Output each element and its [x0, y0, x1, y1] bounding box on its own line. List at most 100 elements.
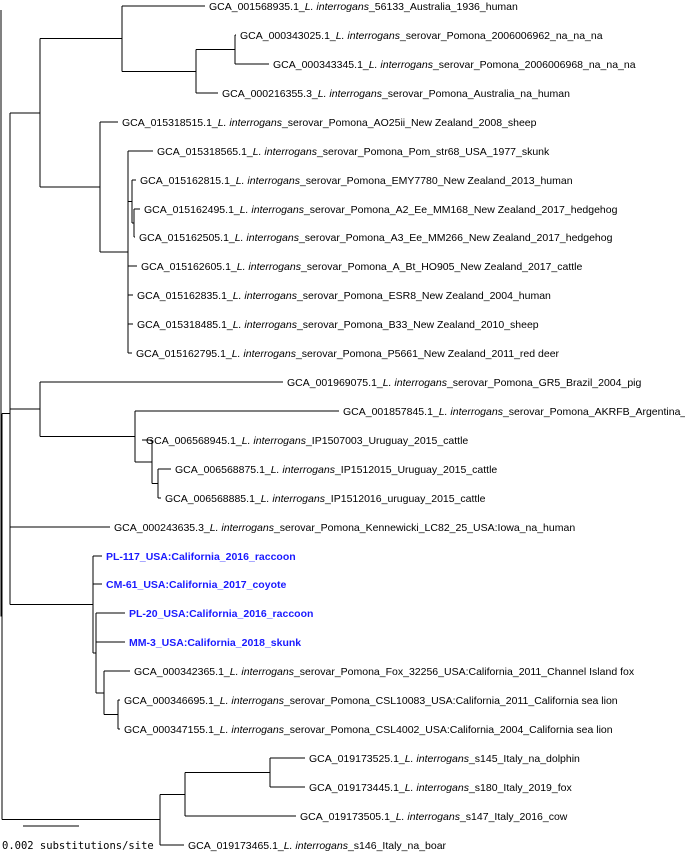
leaf-label: GCA_019173465.1_L. interrogans_s146_Ital… [188, 840, 447, 852]
leaf-species: L. interrogans [405, 782, 470, 794]
leaf-label: MM-3_USA:California_2018_skunk [129, 637, 301, 649]
leaf-label: GCA_000243635.3_L. interrogans_serovar_P… [114, 522, 575, 534]
leaf-species: L. interrogans [220, 724, 285, 736]
leaf-species: L. interrogans [210, 522, 275, 534]
leaf-strain-info: _s145_Italy_na_dolphin [468, 753, 580, 765]
leaf-label: PL-117_USA:California_2016_raccoon [106, 551, 296, 563]
leaf-accession: GCA_000243635.3_ [114, 522, 210, 534]
leaf-label: GCA_015318565.1_L. interrogans_serovar_P… [157, 146, 550, 158]
leaf-label: GCA_015162815.1_L. interrogans_serovar_P… [140, 175, 573, 187]
leaf-species: L. interrogans [236, 175, 301, 187]
leaf-accession: GCA_019173505.1_ [300, 811, 396, 823]
leaf-species: L. interrogans [218, 117, 283, 129]
leaf-strain-info: _56133_Australia_1936_human [368, 1, 518, 13]
leaf-species: L. interrogans [240, 204, 305, 216]
leaf-accession: GCA_000343345.1_ [273, 59, 369, 71]
leaf-species: L. interrogans [284, 840, 349, 852]
leaf-label: GCA_019173505.1_L. interrogans_s147_Ital… [300, 811, 568, 823]
leaf-species: L. interrogans [235, 232, 300, 244]
leaf-accession: GCA_015162795.1_ [136, 348, 232, 360]
leaf-accession: GCA_001857845.1_ [343, 406, 439, 418]
tree-branches [0, 5, 339, 846]
leaf-accession: GCA_015162505.1_ [139, 232, 235, 244]
leaf-strain-info: _serovar_Pomona_A_Bt_HO905_New Zealand_2… [300, 261, 583, 273]
leaf-species: L. interrogans [232, 348, 297, 360]
leaf-strain-info: _serovar_Pomona_CSL10083_USA:California_… [283, 695, 618, 707]
scale-bar: 0.002 substitutions/site [2, 825, 154, 852]
leaf-strain-info: _serovar_Pomona_AO25ii_New Zealand_2008_… [281, 117, 537, 129]
leaf-accession: GCA_015162815.1_ [140, 175, 236, 187]
leaf-strain-info: _s146_Italy_na_boar [347, 840, 447, 852]
leaf-accession: GCA_019173465.1_ [188, 840, 284, 852]
leaf-species: L. interrogans [271, 464, 336, 476]
leaf-species: L. interrogans [233, 319, 298, 331]
leaf-species: L. interrogans [439, 406, 504, 418]
leaf-species: L. interrogans [318, 88, 383, 100]
leaf-label: GCA_015162495.1_L. interrogans_serovar_P… [144, 204, 618, 216]
leaf-species: L. interrogans [305, 1, 370, 13]
leaf-accession: GCA_015318565.1_ [157, 146, 253, 158]
leaf-accession: PL-117_USA:California_2016_raccoon [106, 551, 296, 563]
leaf-strain-info: _IP1512016_uruguay_2015_cattle [324, 493, 486, 505]
leaf-label: GCA_006568875.1_L. interrogans_IP1512015… [175, 464, 497, 476]
leaf-accession: GCA_015162495.1_ [144, 204, 240, 216]
leaf-accession: PL-20_USA:California_2016_raccoon [129, 608, 313, 620]
leaf-labels: GCA_001568935.1_L. interrogans_56133_Aus… [106, 1, 685, 852]
leaf-accession: GCA_001969075.1_ [287, 377, 383, 389]
leaf-strain-info: _IP1512015_Uruguay_2015_cattle [334, 464, 497, 476]
leaf-label: GCA_015318515.1_L. interrogans_serovar_P… [122, 117, 537, 129]
leaf-label: CM-61_USA:California_2017_coyote [106, 579, 286, 591]
leaf-label: GCA_001857845.1_L. interrogans_serovar_P… [343, 406, 685, 418]
leaf-strain-info: _serovar_Pomona_CSL4002_USA:California_2… [283, 724, 613, 736]
leaf-accession: GCA_000216355.3_ [222, 88, 318, 100]
leaf-label: GCA_015162505.1_L. interrogans_serovar_P… [139, 232, 613, 244]
leaf-strain-info: _serovar_Pomona_Kennewicki_LC82_25_USA:I… [273, 522, 575, 534]
leaf-accession: GCA_006568945.1_ [146, 435, 242, 447]
leaf-label: GCA_006568885.1_L. interrogans_IP1512016… [165, 493, 486, 505]
leaf-accession: GCA_015162605.1_ [141, 261, 237, 273]
leaf-label: GCA_000347155.1_L. interrogans_serovar_P… [124, 724, 613, 736]
leaf-accession: GCA_019173445.1_ [309, 782, 405, 794]
leaf-species: L. interrogans [220, 695, 285, 707]
leaf-strain-info: _serovar_Pomona_2006006962_na_na_na [399, 30, 603, 42]
leaf-label: GCA_019173525.1_L. interrogans_s145_Ital… [309, 753, 580, 765]
leaf-species: L. interrogans [261, 493, 326, 505]
leaf-species: L. interrogans [383, 377, 448, 389]
leaf-accession: GCA_006568875.1_ [175, 464, 271, 476]
leaf-label: GCA_000342365.1_L. interrogans_serovar_P… [134, 666, 635, 678]
leaf-accession: GCA_000343025.1_ [240, 30, 336, 42]
leaf-label: GCA_000343345.1_L. interrogans_serovar_P… [273, 59, 636, 71]
leaf-species: L. interrogans [369, 59, 434, 71]
leaf-accession: GCA_006568885.1_ [165, 493, 261, 505]
leaf-label: GCA_000216355.3_L. interrogans_serovar_P… [222, 88, 570, 100]
leaf-strain-info: _serovar_Pomona_A2_Ee_MM168_New Zealand_… [303, 204, 618, 216]
leaf-strain-info: _s180_Italy_2019_fox [468, 782, 572, 794]
leaf-label: PL-20_USA:California_2016_raccoon [129, 608, 313, 620]
leaf-strain-info: _serovar_Pomona_AKRFB_Argentina_2007_cat… [502, 406, 685, 418]
leaf-strain-info: _serovar_Pomona_Fox_32256_USA:California… [293, 666, 635, 678]
leaf-label: GCA_000343025.1_L. interrogans_serovar_P… [240, 30, 603, 42]
leaf-accession: CM-61_USA:California_2017_coyote [106, 579, 286, 591]
leaf-accession: GCA_000346695.1_ [124, 695, 220, 707]
leaf-species: L. interrogans [233, 290, 298, 302]
leaf-accession: MM-3_USA:California_2018_skunk [129, 637, 301, 649]
leaf-species: L. interrogans [405, 753, 470, 765]
leaf-label: GCA_001969075.1_L. interrogans_serovar_P… [287, 377, 642, 389]
leaf-accession: GCA_000347155.1_ [124, 724, 220, 736]
leaf-species: L. interrogans [396, 811, 461, 823]
leaf-label: GCA_019173445.1_L. interrogans_s180_Ital… [309, 782, 572, 794]
leaf-label: GCA_000346695.1_L. interrogans_serovar_P… [124, 695, 618, 707]
leaf-strain-info: _serovar_Pomona_P5661_New Zealand_2011_r… [295, 348, 560, 360]
leaf-label: GCA_015162605.1_L. interrogans_serovar_P… [141, 261, 582, 273]
leaf-accession: GCA_019173525.1_ [309, 753, 405, 765]
leaf-strain-info: _serovar_Pomona_GR5_Brazil_2004_pig [446, 377, 642, 389]
leaf-strain-info: _serovar_Pomona_ESR8_New Zealand_2004_hu… [296, 290, 551, 302]
leaf-label: GCA_015162795.1_L. interrogans_serovar_P… [136, 348, 560, 360]
leaf-species: L. interrogans [336, 30, 401, 42]
leaf-accession: GCA_015162835.1_ [137, 290, 233, 302]
leaf-accession: GCA_015318485.1_ [137, 319, 233, 331]
leaf-strain-info: _serovar_Pomona_B33_New Zealand_2010_she… [296, 319, 539, 331]
leaf-species: L. interrogans [242, 435, 307, 447]
leaf-label: GCA_015162835.1_L. interrogans_serovar_P… [137, 290, 551, 302]
